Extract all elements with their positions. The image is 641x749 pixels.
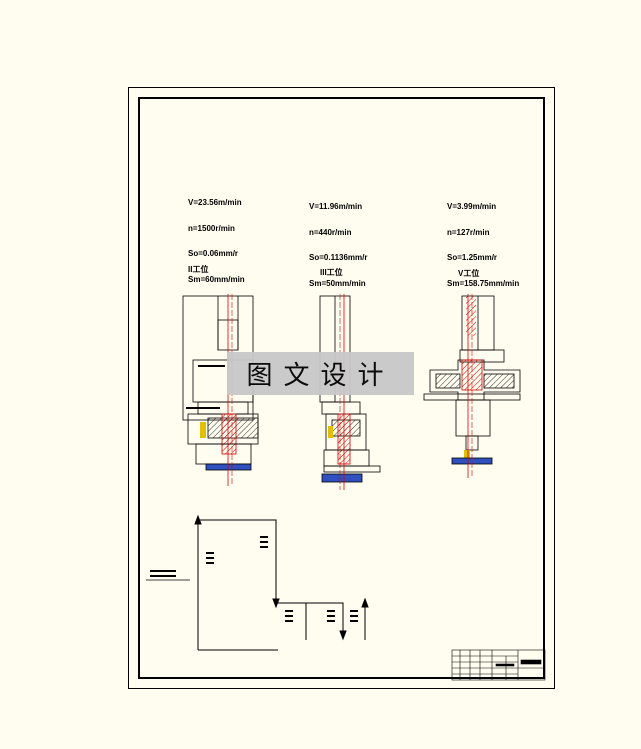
params-station-3: V=11.96m/min n=440r/min So=0.1136mm/r Sm… [309, 186, 367, 297]
station-2-drawing [182, 294, 259, 486]
param-v: V=23.56m/min [188, 198, 242, 207]
param-v: V=3.99m/min [447, 202, 497, 211]
watermark-banner: 图文设计 [227, 352, 414, 395]
param-n: n=127r/min [447, 227, 490, 237]
title-block [451, 649, 546, 681]
station-label-2: II工位 [188, 265, 209, 274]
drawing-frame-outer [128, 87, 555, 689]
param-sm: Sm=158.75mm/min [447, 278, 520, 288]
params-station-2: V=23.56m/min n=1500r/min So=0.06mm/r Sm=… [188, 182, 245, 293]
params-station-5: V=3.99m/min n=127r/min So=1.25mm/r Sm=15… [447, 186, 519, 297]
param-so: So=1.25mm/r [447, 253, 498, 262]
param-so: So=0.06mm/r [188, 249, 239, 258]
param-sm: Sm=60mm/min [188, 274, 245, 284]
station-label-5: V工位 [458, 269, 480, 278]
station-5-drawing [423, 294, 521, 478]
param-v: V=11.96m/min [309, 202, 363, 211]
param-n: n=1500r/min [188, 223, 235, 233]
feed-cycle-diagram [146, 514, 369, 651]
param-sm: Sm=50mm/min [309, 278, 366, 288]
param-n: n=440r/min [309, 227, 352, 237]
station-label-3: III工位 [320, 268, 343, 277]
drawing-frame-inner [138, 97, 545, 679]
param-so: So=0.1136mm/r [309, 253, 368, 262]
